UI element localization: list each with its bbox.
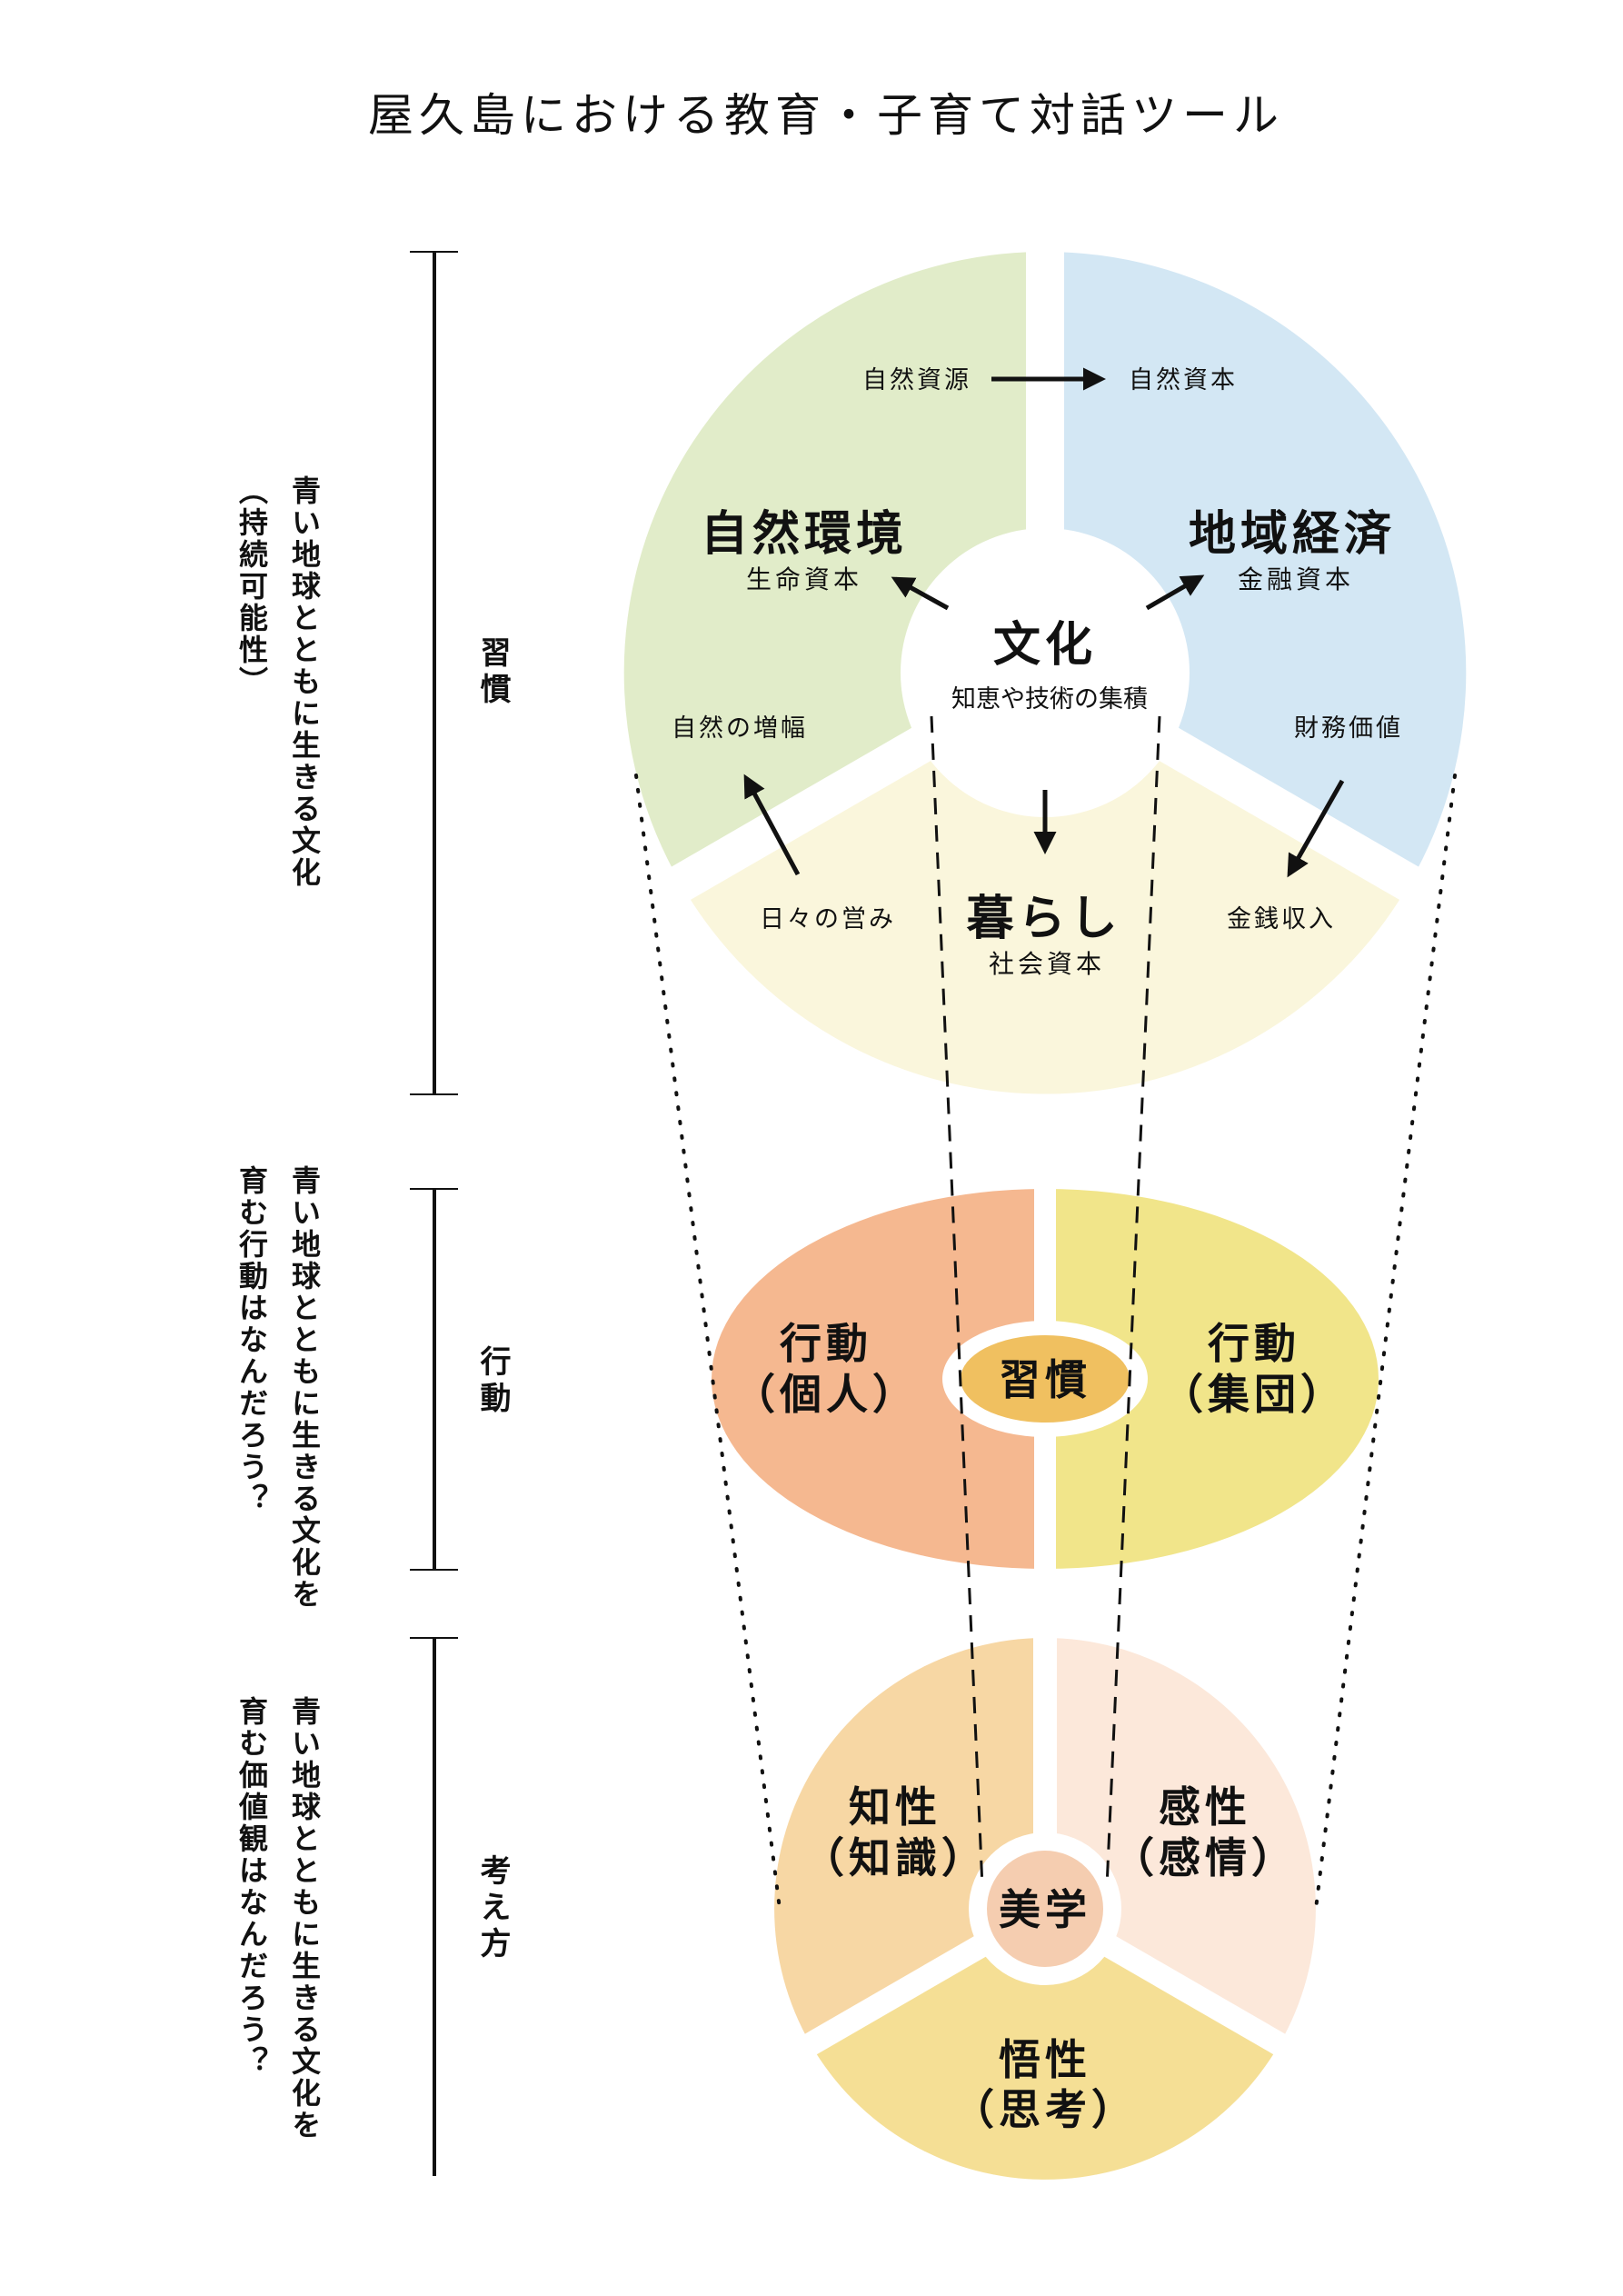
- culture-core: [901, 528, 1190, 817]
- title-sensibility: 感性: [1159, 1782, 1251, 1832]
- title-insight: 悟性: [999, 2035, 1091, 2084]
- label-money-income: 金銭収入: [1227, 905, 1336, 933]
- sub-regional-economy: 金融資本: [1238, 564, 1354, 594]
- axis-bracket-habit: [410, 251, 458, 1095]
- thinking-question-line1: 青い地球とともに生きる文化を: [287, 1696, 322, 2141]
- axis-bracket-action: [410, 1188, 458, 1571]
- habit-circle: [623, 236, 1467, 1094]
- sub-sensibility: （感情）: [1112, 1833, 1298, 1882]
- label-financial-value: 財務価値: [1294, 714, 1403, 743]
- title-action-individual: 行動: [780, 1319, 872, 1368]
- sub-intellect: （知識）: [802, 1833, 988, 1882]
- habit-question-line1: 青い地球とともに生きる文化: [287, 475, 322, 889]
- sub-natural-environment: 生命資本: [746, 564, 862, 594]
- axis-bracket-thinking: [410, 1637, 458, 2176]
- sub-culture: 知恵や技術の集積: [951, 685, 1148, 714]
- title-action-group: 行動: [1208, 1319, 1300, 1368]
- axis-label-habit: 習慣: [474, 636, 511, 709]
- dotted-connectors: [634, 774, 1457, 1911]
- sub-living: 社会資本: [989, 949, 1105, 979]
- label-nature-amplification: 自然の増幅: [672, 714, 808, 743]
- title-intellect: 知性: [849, 1782, 941, 1832]
- action-ellipse: [712, 1182, 1379, 1577]
- action-question-line1: 青い地球とともに生きる文化を: [287, 1165, 322, 1611]
- axis-label-thinking: 考え方: [474, 1854, 511, 1963]
- sector-living: [681, 673, 1409, 1094]
- habit-question-line2: （持続可能性）: [234, 475, 269, 698]
- aesthetics-core: [987, 1851, 1103, 1967]
- sub-action-group: （集団）: [1161, 1370, 1347, 1419]
- title-culture: 文化: [993, 618, 1097, 673]
- label-aesthetics: 美学: [999, 1885, 1091, 1934]
- arrow-culture-to-nature: [891, 576, 950, 611]
- axis-label-action: 行動: [474, 1345, 511, 1418]
- title-natural-environment: 自然環境: [701, 507, 908, 562]
- sector-insight: [811, 1909, 1279, 2180]
- title-regional-economy: 地域経済: [1189, 507, 1396, 562]
- half-individual: [712, 1189, 1045, 1569]
- title-living: 暮らし: [966, 892, 1121, 946]
- page-title: 屋久島における教育・子育て対話ツール: [368, 89, 1284, 142]
- arrow-daily-to-nature: [743, 774, 801, 876]
- arrow-financial-to-income: [1287, 779, 1345, 878]
- half-group: [1045, 1189, 1379, 1569]
- habit-core: [961, 1335, 1130, 1423]
- sub-insight: （思考）: [952, 2085, 1138, 2134]
- thinking-question-line2: 育む価値観はなんだろう？: [234, 1695, 269, 2078]
- label-natural-capital: 自然資本: [1129, 366, 1238, 394]
- label-daily-life: 日々の営み: [760, 905, 896, 933]
- dashed-connectors: [930, 715, 1161, 1888]
- arrow-culture-to-economy: [1145, 574, 1205, 611]
- label-natural-resources: 自然資源: [862, 366, 971, 394]
- action-question-line2: 育む行動はなんだろう？: [234, 1164, 269, 1515]
- label-habit-core: 習慣: [999, 1355, 1091, 1404]
- sub-action-individual: （個人）: [733, 1370, 919, 1419]
